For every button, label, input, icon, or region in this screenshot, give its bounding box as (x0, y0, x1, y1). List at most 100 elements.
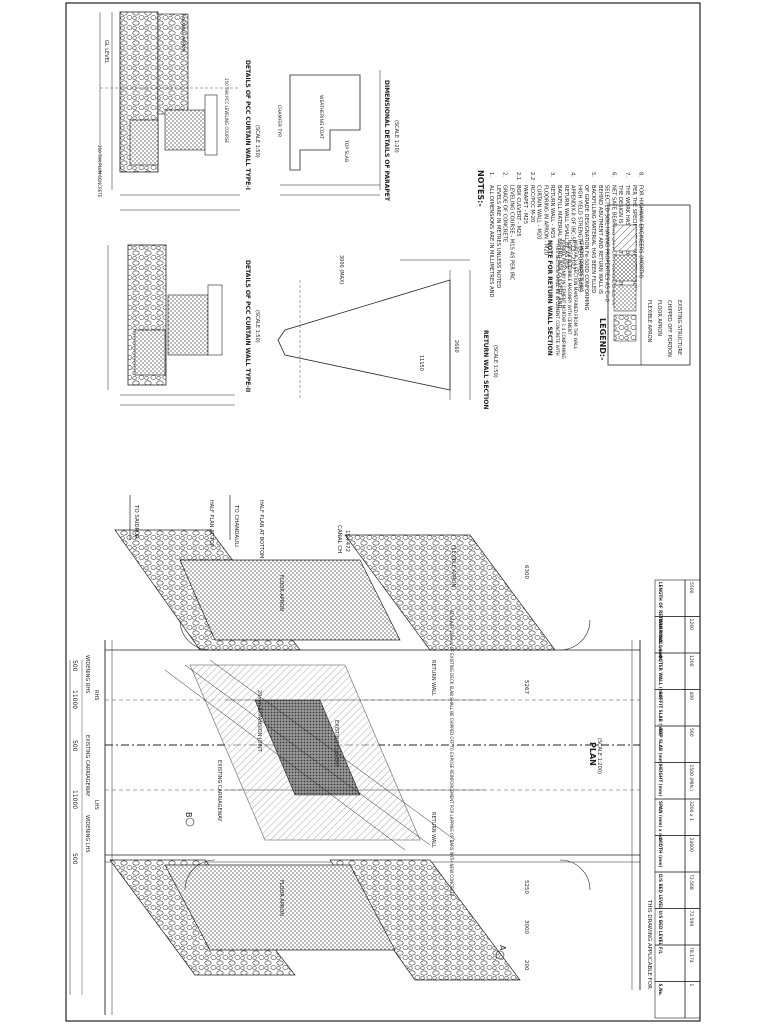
note-line: LEVELING COURSE - M15 AS PER IRC (508, 185, 514, 281)
table-header: SOFFIT SLAB (mm) (658, 692, 663, 736)
legend-item-2: FLOOR APRON (656, 300, 662, 336)
weathering-coat-label: WEATHERING COAT (318, 95, 324, 139)
note-line: BACKFILLING MATERIAL HAS BEEN FILLED (590, 185, 596, 293)
plan-title: PLAN (588, 742, 597, 766)
table-cell-value: 3200 x 1 (688, 801, 694, 821)
return-wall-label-top: RETURN WALL (430, 660, 436, 696)
plan-drawing (104, 529, 641, 1015)
legend-chipped-swatch (613, 254, 637, 282)
note-line: APPENDIX-II OF IRC:SP-13 - 2022 (570, 185, 576, 269)
pcc-type2-scale: (SCALE 1:50) (254, 310, 260, 343)
existing-carriageway-label: EXISTING CARRIAGEWAY (84, 735, 90, 797)
note-line: OF GRADE DESIGNATION Fe-500D CONFORMING (583, 185, 589, 311)
canal-ch-value: 15+472 (344, 530, 350, 552)
note-line: LEVELS ARE IN METRES UNLESS NOTED (495, 185, 501, 288)
rw-dim-2: 2660 (453, 340, 459, 353)
plum-concrete-label: 150 THK PLUM CONCRETE (97, 145, 102, 198)
return-wall-note-line: RUBBLE MASONRY IN CEMENT MORTAR 1:4 CONF… (561, 240, 566, 359)
return-wall-label-bottom: RETURN WALL (430, 812, 436, 848)
widening-lhs-label: WIDENING LHS (84, 815, 90, 853)
note-line: RCC/PCC M-20 (529, 185, 535, 222)
dim-top-5: 500 (71, 853, 78, 865)
table-cell-value: 1 (688, 984, 694, 987)
legend-flexible-apron-swatch (613, 314, 637, 342)
to-chandauli-label: TO CHANDAULI (233, 504, 239, 547)
widening-rhs-label: WIDENING RHS (84, 655, 90, 693)
parapet-scale: (SCALE 1:20) (393, 120, 399, 153)
note-number: 5. (590, 172, 596, 177)
table-cell-value: 1500 (MIN.) (688, 765, 694, 792)
table-cell-value: 1260 (688, 619, 694, 631)
table-header: SPAN (mm) x no. (658, 801, 663, 841)
section-a-marker: A (498, 945, 507, 951)
flexible-apron-label-plan: FLEXIBLE APRON (450, 545, 456, 588)
existing-carriageway-plan-label: EXISTING CARRIAGEWAY (216, 760, 222, 822)
note-line: RETURN WALL SHALL BE AS PER (563, 185, 569, 269)
parapet-title: DIMENSIONAL DETAILS OF PARAPET (383, 80, 390, 202)
dim-top-1: 500 (71, 660, 78, 672)
note-line: ALL DIMENSIONS ARE IN MILLIMETRES AND (488, 185, 494, 298)
return-wall-note-line: MORTAR 1:4 SECTION MAINTAINED FROM THE W… (573, 240, 578, 350)
lhs-label: LHS (93, 800, 99, 810)
table-cell (684, 579, 701, 617)
parapet-detail (280, 70, 381, 196)
table-cell-value: 72.568 (688, 874, 694, 890)
table-header: S.No. (658, 984, 663, 997)
table-header: F/L (658, 947, 663, 954)
sheet-border (65, 2, 701, 1022)
pcc-type2-title: DETAILS OF PCC CURTAIN WALL TYPE-II (244, 260, 251, 392)
note-number: 2.2 (529, 172, 535, 180)
legend-existing-swatch (613, 224, 637, 252)
side-dim-4: 5267 (523, 680, 529, 694)
note-number: 3. (549, 172, 555, 177)
table-cell-value: 72.599 (688, 911, 694, 927)
dim-top-3: 500 (71, 740, 78, 752)
return-wall-note: * THIS SECTION SHALL BE IN CEMENT CONCRE… (555, 240, 584, 359)
dim-top-4: 11000 (71, 790, 78, 809)
existing-culvert-label: EXISTING CULVERT (333, 720, 339, 768)
half-plan-top-label: HALF PLAN AT TOP (208, 500, 214, 547)
side-dim-5: 6300 (523, 565, 529, 579)
note-line: FLOORING IN APRON - M20 (542, 185, 548, 255)
table-cell-value: 560 (688, 728, 694, 737)
floor-apron-label-top: FLOOR APRON (278, 575, 284, 611)
flexible-apron-label-detail: FLEXIBLE APRON (180, 14, 186, 52)
top-slab-label: TOP SLAB (343, 139, 349, 162)
table-cell-value: 400 (688, 692, 694, 701)
note-line: BEHIND ABUTMENT AND RETURN WALL IS (597, 185, 603, 294)
table-header: D/S BED LEVEL (658, 874, 663, 909)
legend-heading: LEGEND:- (598, 318, 607, 360)
return-wall-note-line: MORTAR IN RUBBLE MASONRY WITH CEMENT (567, 240, 572, 335)
dim-top-2: 11000 (71, 690, 78, 709)
return-wall-note-line: CEMENT CONCRETE M15. (579, 240, 584, 294)
rhs-label: RHS (93, 690, 99, 700)
plan-scale: (SCALE 1:200) (596, 738, 602, 774)
table-cell-value: 1200 (688, 655, 694, 667)
table-cell-value: 5500 (688, 582, 694, 594)
note-number: 2. (502, 172, 508, 177)
table-caption: THIS DRAWING APPLICABLE FOR (646, 899, 652, 989)
table-cell-value: 78.174 (688, 947, 694, 963)
table-cell (684, 981, 701, 1019)
note-line: FOR HIGHWAY ENGINEERS (MORTH) (638, 185, 644, 278)
table-header: WIDTH (mm) (658, 838, 663, 868)
note-line: NET SAFE BEARING CAPACITY CONSIDERED IN (610, 185, 616, 305)
chipping-note: AT LEAST 150mm OF EXISTING DECK SLAB SHA… (449, 610, 454, 897)
notes-heading: NOTES:- (476, 170, 485, 207)
section-b-marker: B (184, 812, 193, 818)
return-wall-scale: (SCALE 1:50) (492, 345, 498, 378)
return-wall-section (277, 259, 471, 400)
legend-item-4: EXISTING STRUCTURE (676, 300, 682, 355)
note-line: PARAPET - M25 (522, 185, 528, 224)
half-plan-bottom-label: HALF PLAN AT BOTTOM (258, 500, 264, 558)
pcc-curtain-wall-type2-detail (107, 244, 235, 406)
side-dim-2: 3000 (523, 920, 529, 934)
rw-dim-1: 11150 (418, 355, 424, 371)
note-line: GRADE OF CONCRETE (502, 185, 508, 242)
pcc-type1-title: DETAILS OF PCC CURTAIN WALL TYPE-I (244, 60, 251, 190)
table-header: HEIGHT (mm) (658, 765, 663, 797)
table-header: TOP SLAB (mm) (658, 728, 663, 765)
note-number: 7. (624, 172, 630, 177)
note-line: CURTAIN WALL - M20 (536, 185, 542, 239)
